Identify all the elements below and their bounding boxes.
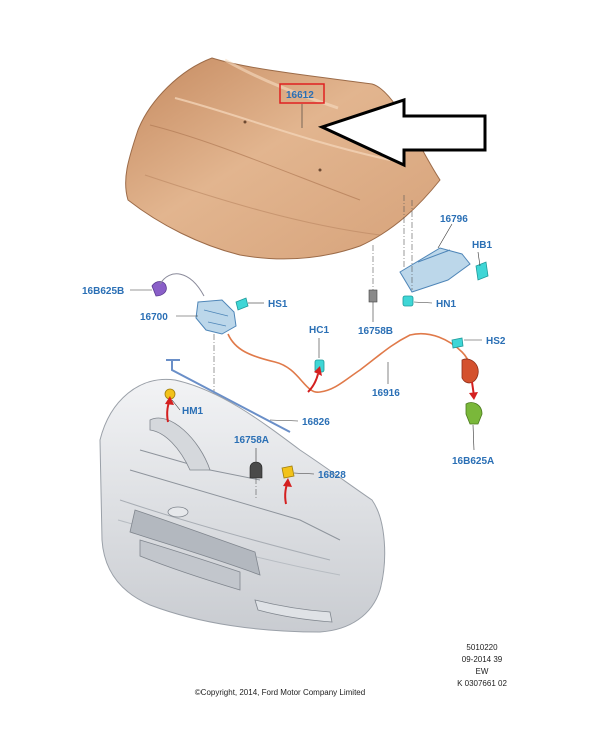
label-16b625a: 16B625A <box>452 456 494 467</box>
label-16826: 16826 <box>302 417 330 428</box>
cable-end-icon <box>461 358 479 384</box>
bumper-stop-16758b-icon <box>368 289 378 303</box>
label-16758b: 16758B <box>358 326 393 337</box>
hood-panel <box>125 57 441 260</box>
label-hn1: HN1 <box>436 299 456 310</box>
meta-line-3: EW <box>476 667 489 676</box>
release-cable <box>227 333 471 393</box>
connector-16b625a-icon <box>465 402 483 425</box>
bumper-stop-16758a-icon <box>249 461 263 479</box>
hood-hinge <box>399 195 471 293</box>
front-bumper <box>99 378 386 633</box>
nut-hn1-icon <box>402 295 414 307</box>
screw-hs1-icon <box>235 297 249 311</box>
hood-latch <box>195 299 237 335</box>
bolt-hb1-icon <box>475 261 489 281</box>
label-16758a: 16758A <box>234 435 269 446</box>
clip-16828-icon <box>281 465 295 479</box>
label-hs2: HS2 <box>486 336 506 347</box>
label-hb1: HB1 <box>472 240 492 251</box>
label-16700: 16700 <box>140 312 168 323</box>
connector-16b625b-icon <box>151 281 167 297</box>
screw-hs2-icon <box>451 337 464 349</box>
label-16916: 16916 <box>372 388 400 399</box>
label-hc1: HC1 <box>309 325 329 336</box>
label-16b625b: 16B625B <box>82 286 124 297</box>
meta-line-2: 09-2014 39 <box>462 655 503 664</box>
prop-rod <box>171 360 291 433</box>
label-hs1: HS1 <box>268 299 288 310</box>
label-16796: 16796 <box>440 214 468 225</box>
meta-line-4: K 0307661 02 <box>457 679 507 688</box>
pointer-arrow-icon <box>317 97 487 168</box>
meta-line-1: 5010220 <box>466 643 498 652</box>
copyright-text: ©Copyright, 2014, Ford Motor Company Lim… <box>195 688 365 697</box>
hood-part-label: 16612 <box>286 90 314 101</box>
label-hm1: HM1 <box>182 406 204 417</box>
highlight-box <box>279 83 325 104</box>
label-16828: 16828 <box>318 470 346 481</box>
